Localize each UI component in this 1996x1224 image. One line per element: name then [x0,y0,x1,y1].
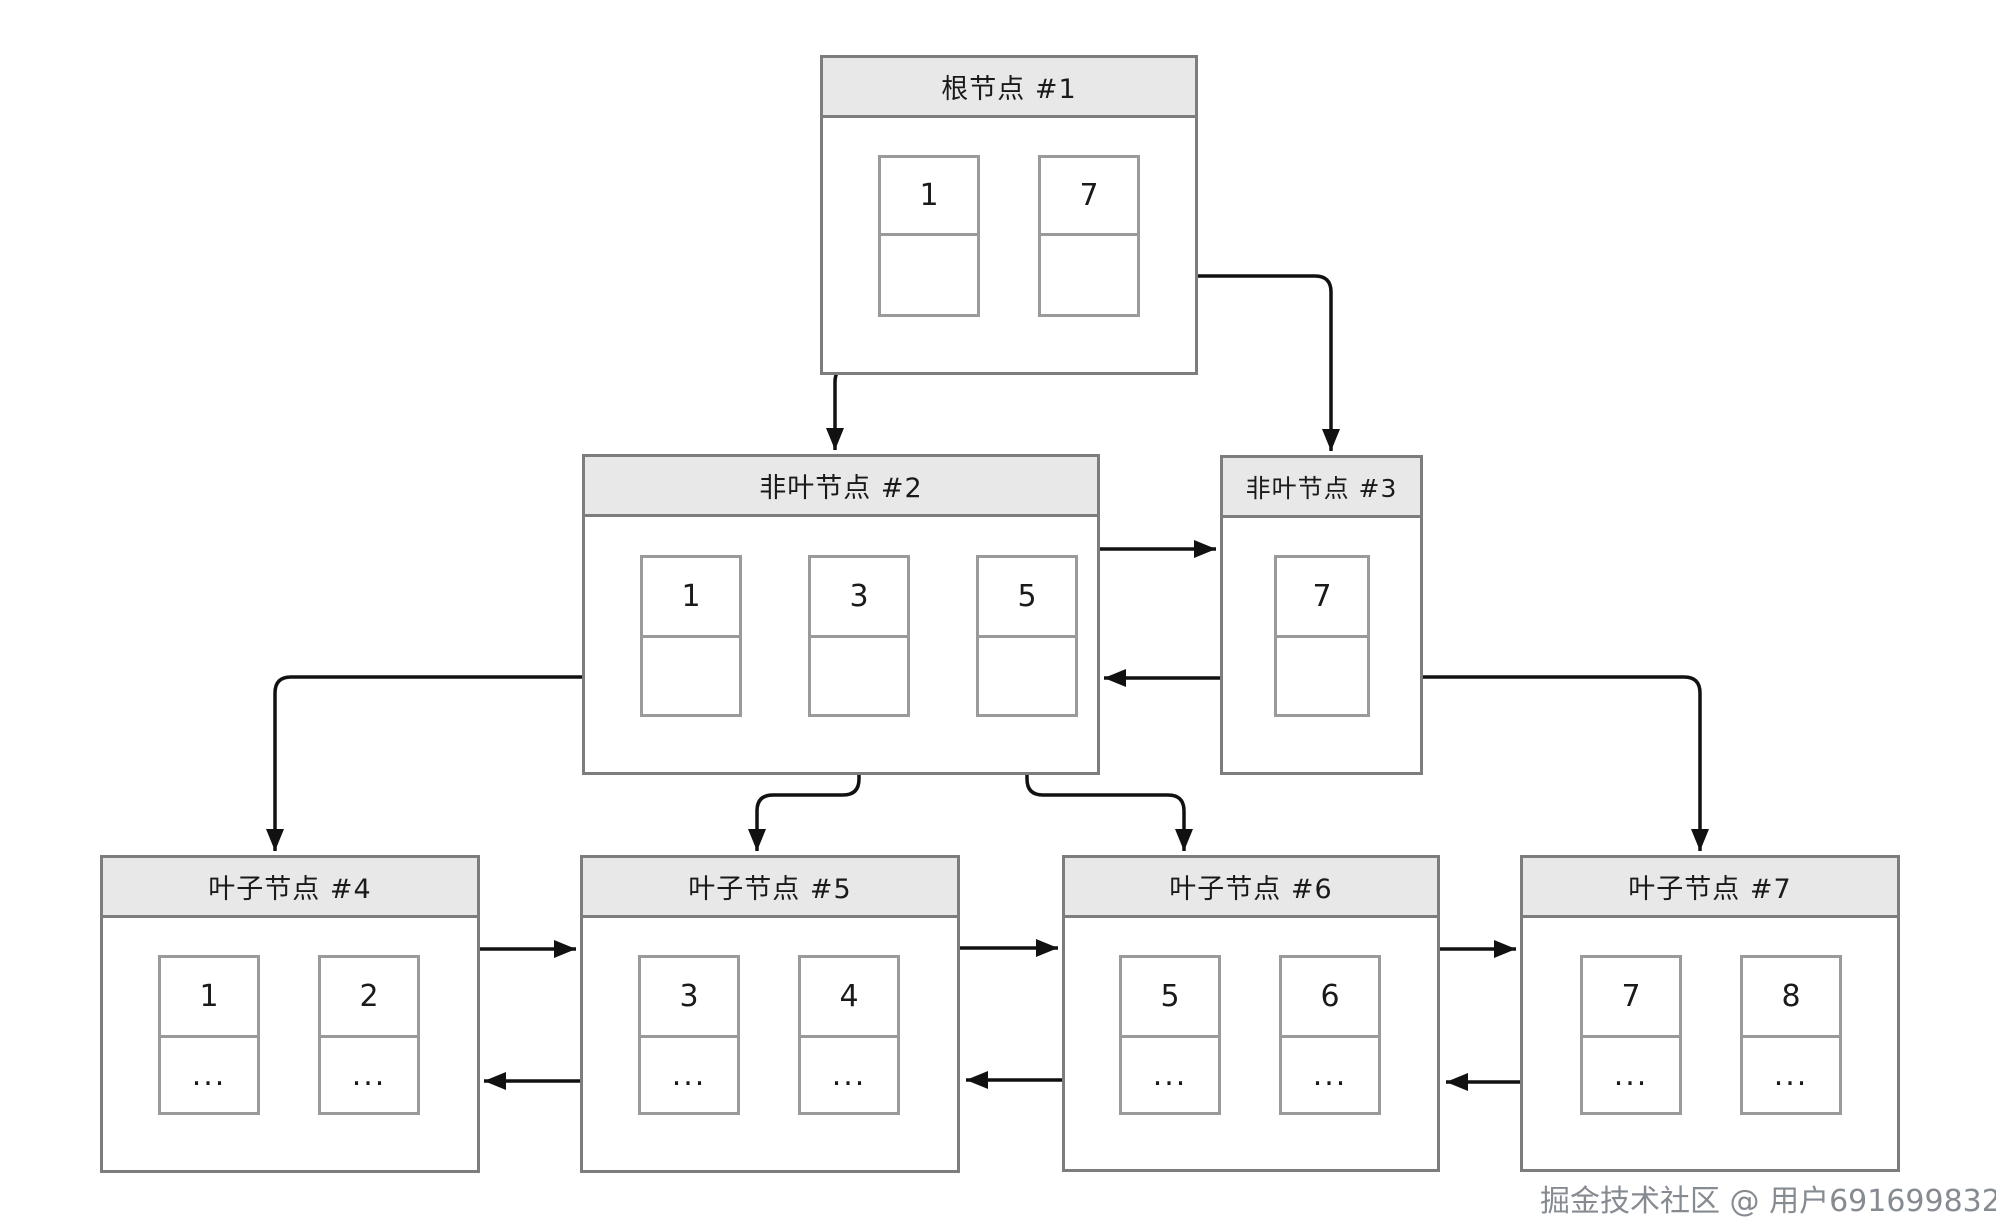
key-value: 1 [643,558,739,638]
node-leaf-6-title: 叶子节点 #6 [1065,858,1437,918]
node-root-1-title: 根节点 #1 [823,58,1195,118]
node-leaf-5: 叶子节点 #5 3 ... 4 ... [580,855,960,1173]
key-value: 3 [811,558,907,638]
key-value: 3 [641,958,737,1038]
node-leaf-4-cell-1: 2 ... [318,955,420,1115]
pointer-slot [979,638,1075,714]
node-root-1-cell-1: 7 [1038,155,1140,317]
node-internal-2-cell-1: 3 [808,555,910,717]
pointer-slot [881,236,977,314]
key-value: 6 [1282,958,1378,1038]
pointer-slot: ... [671,1057,707,1093]
node-internal-2-cell-0: 1 [640,555,742,717]
node-root-1: 根节点 #1 1 7 [820,55,1198,375]
key-value: 5 [1122,958,1218,1038]
key-value: 7 [1041,158,1137,236]
node-leaf-6: 叶子节点 #6 5 ... 6 ... [1062,855,1440,1172]
node-internal-2-title: 非叶节点 #2 [585,457,1097,517]
key-value: 8 [1743,958,1839,1038]
key-value: 7 [1277,558,1367,638]
pointer-slot: ... [351,1057,387,1093]
pointer-slot: ... [191,1057,227,1093]
node-leaf-5-title: 叶子节点 #5 [583,858,957,918]
pointer-slot [1277,638,1367,714]
node-internal-3: 非叶节点 #3 7 [1220,455,1423,775]
node-leaf-4-title: 叶子节点 #4 [103,858,477,918]
node-leaf-5-cell-1: 4 ... [798,955,900,1115]
pointer-slot: ... [1312,1057,1348,1093]
pointer-slot: ... [1773,1057,1809,1093]
pointer-slot: ... [1613,1057,1649,1093]
node-leaf-7-cell-0: 7 ... [1580,955,1682,1115]
key-value: 4 [801,958,897,1038]
key-value: 1 [161,958,257,1038]
watermark-text: 掘金技术社区 @ 用户6916998327571 [1540,1184,1996,1219]
node-internal-2-cell-2: 5 [976,555,1078,717]
pointer-slot: ... [831,1057,867,1093]
node-leaf-5-cell-0: 3 ... [638,955,740,1115]
pointer-slot [643,638,739,714]
node-internal-2: 非叶节点 #2 1 3 5 [582,454,1100,775]
key-value: 7 [1583,958,1679,1038]
node-leaf-4: 叶子节点 #4 1 ... 2 ... [100,855,480,1173]
node-leaf-7-cell-1: 8 ... [1740,955,1842,1115]
pointer-slot: ... [1152,1057,1188,1093]
key-value: 2 [321,958,417,1038]
key-value: 1 [881,158,977,236]
key-value: 5 [979,558,1075,638]
node-root-1-cell-0: 1 [878,155,980,317]
node-leaf-7: 叶子节点 #7 7 ... 8 ... [1520,855,1900,1172]
node-leaf-6-cell-0: 5 ... [1119,955,1221,1115]
pointer-slot [811,638,907,714]
node-internal-3-cell-0: 7 [1274,555,1370,717]
node-internal-3-title: 非叶节点 #3 [1223,458,1420,518]
node-leaf-7-title: 叶子节点 #7 [1523,858,1897,918]
pointer-slot [1041,236,1137,314]
node-leaf-4-cell-0: 1 ... [158,955,260,1115]
node-leaf-6-cell-1: 6 ... [1279,955,1381,1115]
